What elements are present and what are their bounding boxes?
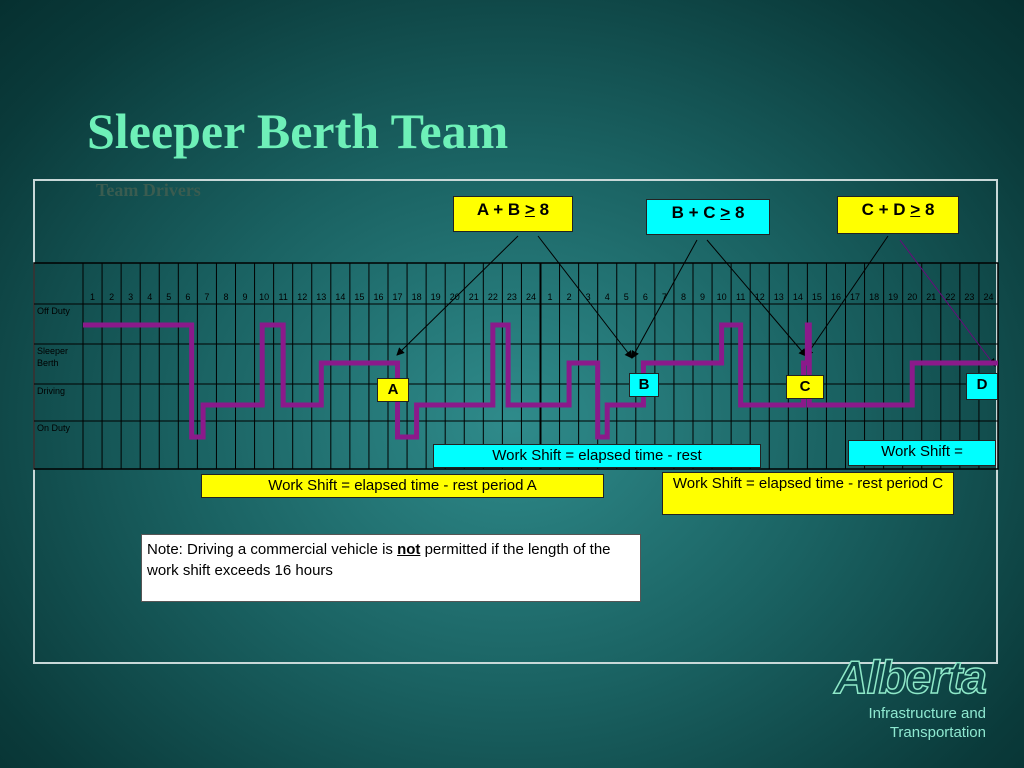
period-b-label: B: [629, 373, 659, 397]
arrow-connector: [899, 239, 996, 367]
hour-tick-label: 19: [888, 292, 898, 302]
hour-tick-label: 3: [128, 292, 133, 302]
note-emphasis: not: [397, 541, 421, 558]
hour-tick-label: 11: [736, 292, 745, 302]
hour-tick-label: 5: [624, 292, 629, 302]
period-d-label: D: [966, 373, 998, 400]
duty-row-label: Driving: [37, 386, 65, 396]
arrow-connector: [631, 239, 698, 359]
hour-tick-label: 2: [567, 292, 572, 302]
period-a-label: A: [377, 378, 409, 402]
hour-tick-label: 7: [204, 292, 209, 302]
arrow-connector: [537, 235, 633, 359]
hour-tick-label: 3: [586, 292, 591, 302]
label-a-plus-b-left: A + B: [476, 200, 521, 219]
work-shift-box-2: Work Shift =: [848, 440, 996, 466]
label-b-plus-c-right: 8: [734, 203, 745, 222]
alberta-logo: Alberta Infrastructure and Transportatio…: [820, 650, 990, 742]
hour-tick-label: 6: [185, 292, 190, 302]
hour-tick-label: 23: [507, 292, 517, 302]
hour-tick-label: 20: [450, 292, 460, 302]
hour-tick-label: 15: [812, 292, 822, 302]
hour-tick-label: 1: [548, 292, 553, 302]
work-shift-box-1: Work Shift = elapsed time - rest: [433, 444, 761, 468]
hour-tick-label: 24: [983, 292, 993, 302]
hour-tick-label: 4: [605, 292, 610, 302]
hour-tick-label: 7: [662, 292, 667, 302]
hour-tick-label: 9: [243, 292, 248, 302]
hour-tick-label: 10: [259, 292, 269, 302]
note-box: Note: Driving a commercial vehicle is no…: [141, 534, 641, 602]
duty-row-label: Off Duty: [37, 306, 70, 316]
label-c-plus-d-right: 8: [924, 200, 935, 219]
note-text-1: Note: Driving a commercial vehicle is: [147, 541, 398, 558]
hour-tick-label: 22: [488, 292, 498, 302]
arrow-connector: [396, 235, 519, 356]
period-c-label: C: [786, 375, 824, 399]
logo-line-2: Transportation: [889, 724, 986, 741]
hour-tick-label: 24: [526, 292, 536, 302]
hour-tick-label: 23: [964, 292, 974, 302]
hour-tick-label: 19: [431, 292, 441, 302]
work-shift-box-3: Work Shift = elapsed time - rest period …: [201, 474, 604, 498]
hour-tick-label: 13: [316, 292, 326, 302]
logo-wordmark: Alberta: [834, 650, 988, 704]
hour-tick-label: 17: [850, 292, 860, 302]
hour-tick-label: 18: [412, 292, 422, 302]
hour-tick-label: 10: [717, 292, 727, 302]
hour-tick-label: 11: [278, 292, 287, 302]
duty-status-line: [83, 322, 998, 440]
work-shift-box-4: Work Shift = elapsed time - rest period …: [662, 472, 954, 515]
hour-tick-label: 15: [354, 292, 364, 302]
duty-row-label: Sleeper: [37, 346, 68, 356]
hour-tick-label: 14: [793, 292, 803, 302]
label-b-plus-c-op: >: [720, 203, 731, 222]
arrow-connector: [706, 239, 807, 357]
label-a-plus-b-op: >: [524, 200, 535, 219]
hour-tick-label: 1: [90, 292, 95, 302]
note-text-2: permitted if the length of the work shif…: [147, 541, 611, 579]
hour-tick-label: 2: [109, 292, 114, 302]
hour-tick-label: 16: [831, 292, 841, 302]
hour-tick-label: 13: [774, 292, 784, 302]
hour-tick-label: 17: [393, 292, 403, 302]
hour-tick-label: 12: [297, 292, 307, 302]
label-b-plus-c: B + C > 8: [646, 199, 770, 235]
hour-tick-label: 6: [643, 292, 648, 302]
label-c-plus-d-op: >: [910, 200, 921, 219]
label-a-plus-b-right: 8: [539, 200, 550, 219]
label-c-plus-d-left: C + D: [861, 200, 906, 219]
hour-tick-label: 14: [335, 292, 345, 302]
hour-tick-label: 9: [700, 292, 705, 302]
label-b-plus-c-left: B + C: [671, 203, 716, 222]
duty-row-label: Berth: [37, 358, 59, 368]
hour-tick-label: 12: [755, 292, 765, 302]
label-c-plus-d: C + D > 8: [837, 196, 959, 234]
hour-tick-label: 18: [869, 292, 879, 302]
hour-tick-label: 21: [926, 292, 936, 302]
hour-tick-label: 8: [223, 292, 228, 302]
hour-tick-label: 4: [147, 292, 152, 302]
hour-tick-label: 8: [681, 292, 686, 302]
slide-title: Sleeper Berth Team: [87, 103, 509, 159]
arrow-connector: [805, 235, 889, 357]
hour-tick-label: 16: [373, 292, 383, 302]
hour-tick-label: 21: [469, 292, 479, 302]
hour-tick-label: 5: [166, 292, 171, 302]
logo-line-1: Infrastructure and: [868, 705, 986, 722]
hour-tick-label: 20: [907, 292, 917, 302]
diagram-subtitle: Team Drivers: [96, 180, 201, 200]
label-a-plus-b: A + B > 8: [453, 196, 573, 232]
hour-tick-label: 22: [945, 292, 955, 302]
duty-row-label: On Duty: [37, 423, 71, 433]
